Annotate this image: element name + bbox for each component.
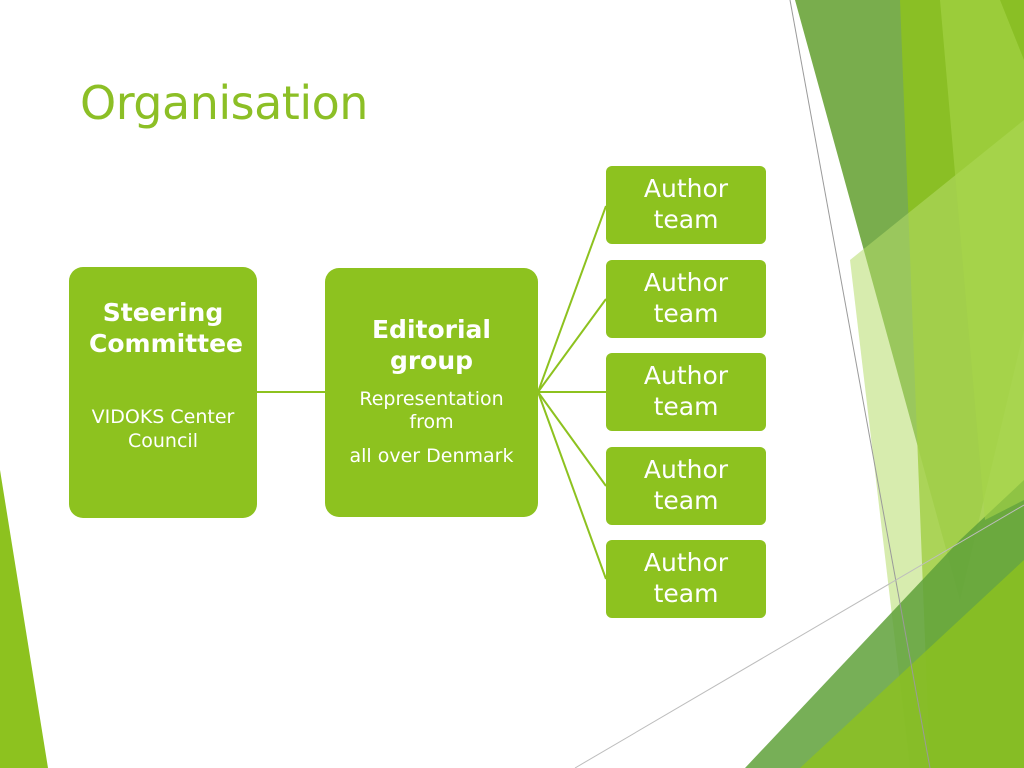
author-team-box-2: Author team: [606, 260, 766, 338]
author-team-label: Author team: [643, 174, 729, 234]
editorial-group-heading: Editorial group: [371, 315, 491, 375]
author-team-label: Author team: [643, 548, 729, 608]
steering-committee-heading: Steering Committee: [89, 298, 244, 358]
author-team-box-3: Author team: [606, 353, 766, 431]
author-team-box-1: Author team: [606, 166, 766, 244]
deco-line-1: [789, 0, 931, 768]
deco-facet-6: [940, 0, 1024, 520]
editorial-group-box: Editorial group Representation from all …: [325, 268, 538, 517]
deco-facet-5: [800, 560, 1024, 768]
connector-editorial-team-4: [537, 391, 607, 487]
steering-committee-box: Steering Committee VIDOKS Center Council: [69, 267, 257, 518]
author-team-box-5: Author team: [606, 540, 766, 618]
author-team-box-4: Author team: [606, 447, 766, 525]
left-edge-shape: [0, 470, 48, 768]
author-team-label: Author team: [643, 268, 729, 328]
editorial-group-line2: all over Denmark: [349, 445, 514, 467]
author-team-label: Author team: [643, 455, 729, 515]
editorial-group-line1: Representation from: [359, 388, 504, 433]
author-team-label: Author team: [643, 361, 729, 421]
slide-title: Organisation: [80, 76, 368, 130]
deco-line-2: [574, 504, 1024, 768]
connector-editorial-team-1: [537, 205, 607, 393]
connector-editorial-team-5: [537, 391, 607, 580]
connector-editorial-team-2: [537, 298, 607, 393]
steering-committee-subtitle: VIDOKS Center Council: [91, 406, 235, 452]
